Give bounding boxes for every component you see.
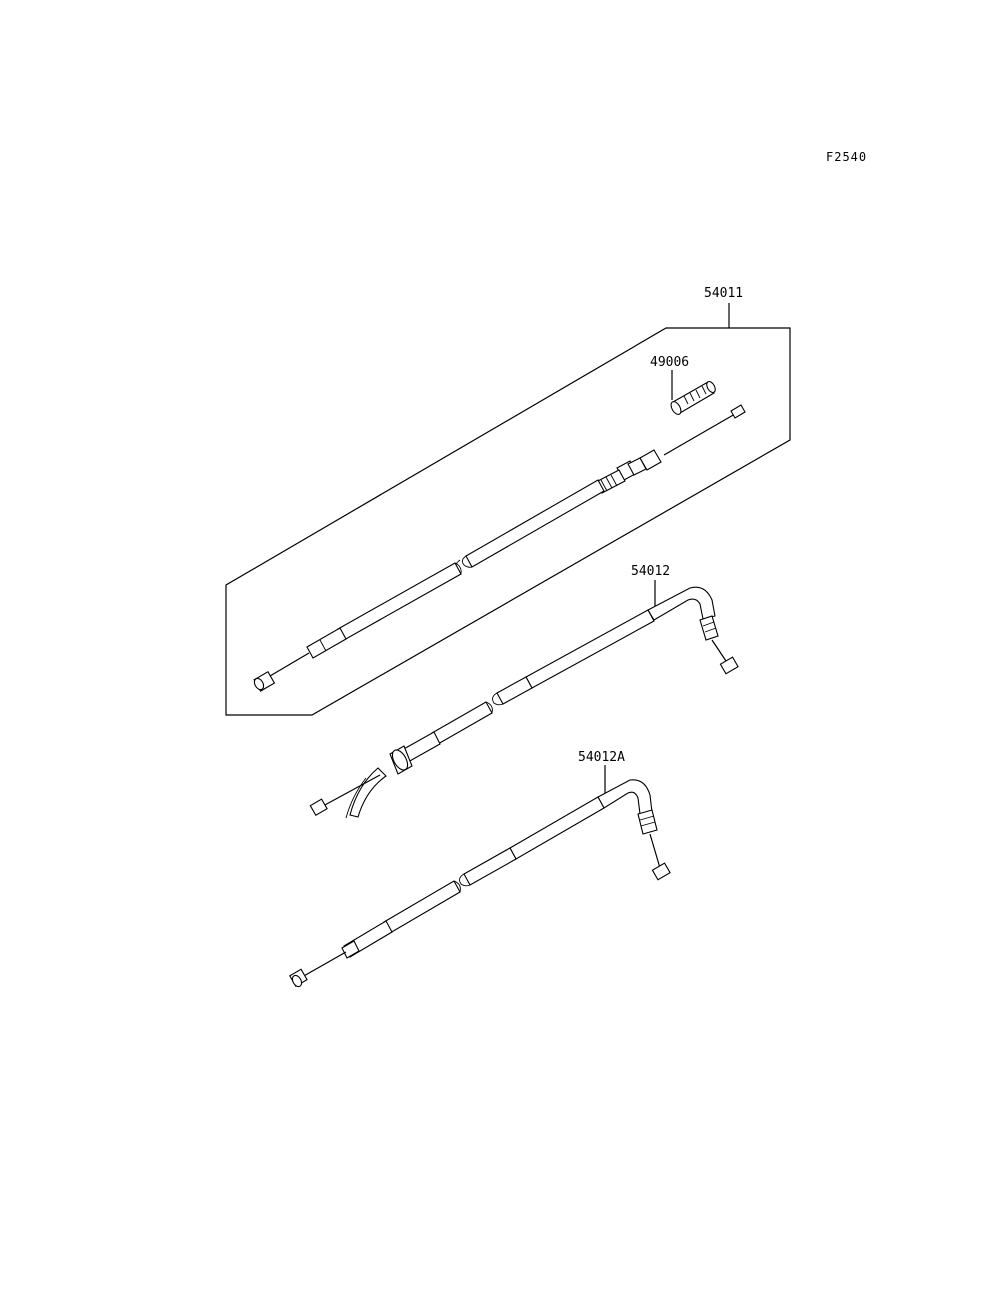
cable-54012a[interactable] [289,779,671,988]
callout-54012[interactable]: 54012 [631,564,670,579]
group-outline-54011 [225,327,791,716]
sheet-code: F2540 [826,150,867,164]
cable-54011[interactable] [253,404,746,692]
boot-49006[interactable] [669,380,717,416]
callout-54011[interactable]: 54011 [704,286,743,301]
callout-49006[interactable]: 49006 [650,355,689,370]
callout-54012a[interactable]: 54012A [578,750,625,765]
cable-54012[interactable] [309,586,739,819]
